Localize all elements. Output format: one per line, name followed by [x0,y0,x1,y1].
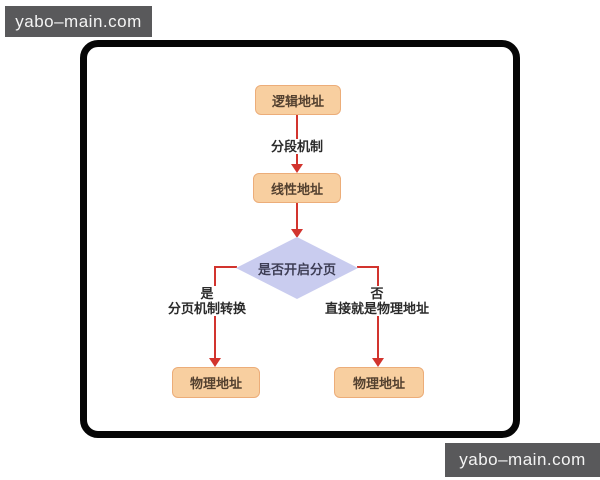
edge-label-segmentation: 分段机制 [265,139,329,154]
edge-decision-right-horizontal [357,266,379,268]
edge-label-no: 否 [370,286,384,301]
watermark-bottom-right: yabo–main.com [445,443,600,477]
edge-linear-to-decision [296,203,298,230]
edge-label-no-branch: 否 直接就是物理地址 [320,286,434,316]
arrowhead-into-decision [291,229,303,238]
node-logical-address: 逻辑地址 [255,85,341,115]
edge-label-yes-branch: 是 分页机制转换 [156,286,258,316]
arrowhead-into-physical-right [372,358,384,367]
edge-label-paging-conversion: 分页机制转换 [167,301,246,316]
node-physical-address-right: 物理地址 [334,367,424,398]
arrowhead-into-linear [291,164,303,173]
edge-label-direct-physical: 直接就是物理地址 [324,301,429,316]
edge-decision-left-horizontal [215,266,237,268]
node-linear-address: 线性地址 [253,173,341,203]
node-physical-address-left: 物理地址 [172,367,260,398]
edge-label-yes: 是 [200,286,214,301]
arrowhead-into-physical-left [209,358,221,367]
watermark-top-left: yabo–main.com [5,6,152,37]
